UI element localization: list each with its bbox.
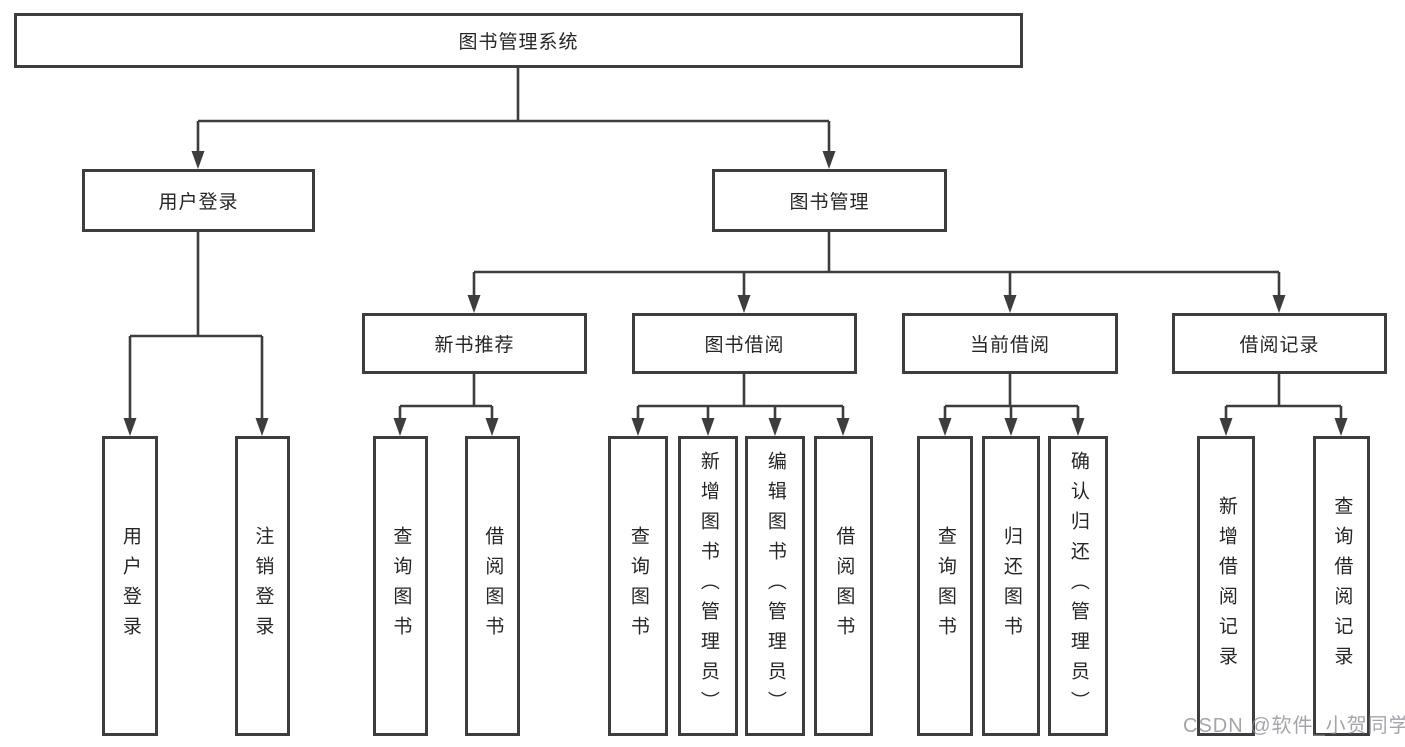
connector-book-mgmt-to-level2 bbox=[472, 232, 1281, 297]
node-borrow-records: 借阅记录 bbox=[1172, 313, 1387, 374]
leaf-label: 借阅图书 bbox=[833, 526, 855, 646]
arrowheads bbox=[123, 151, 1348, 436]
leaf-label: 新增借阅记录 bbox=[1215, 496, 1237, 676]
leaf-label: 用户登录 bbox=[119, 526, 141, 646]
node-leaf-add-borrow-record: 新增借阅记录 bbox=[1197, 436, 1255, 736]
node-leaf-confirm-return-admin: 确认归还（管理员） bbox=[1048, 436, 1108, 736]
node-leaf-add-books-admin: 新增图书（管理员） bbox=[678, 436, 738, 736]
node-leaf-borrow-books-1: 借阅图书 bbox=[465, 436, 520, 736]
leaf-label: 编辑图书（管理员） bbox=[764, 451, 786, 721]
leaf-label: 查询图书 bbox=[390, 526, 412, 646]
leaf-label: 注销登录 bbox=[252, 526, 274, 646]
node-leaf-logout: 注销登录 bbox=[235, 436, 290, 736]
leaf-label: 借阅图书 bbox=[482, 526, 504, 646]
node-leaf-query-borrow-record: 查询借阅记录 bbox=[1313, 436, 1370, 736]
connector-borrow-records-to-leaves bbox=[1224, 374, 1343, 420]
csdn-watermark: CSDN @软件_小贺同学 bbox=[1183, 715, 1405, 737]
node-leaf-query-books-1: 查询图书 bbox=[373, 436, 428, 736]
connector-current-borrow-to-leaves bbox=[943, 374, 1080, 420]
node-leaf-edit-books-admin: 编辑图书（管理员） bbox=[745, 436, 805, 736]
connector-user-login-to-leaves bbox=[128, 232, 264, 420]
node-leaf-return-books: 归还图书 bbox=[982, 436, 1040, 736]
node-book-borrowing: 图书借阅 bbox=[632, 313, 857, 374]
node-new-book-recommend: 新书推荐 bbox=[362, 313, 587, 374]
leaf-label: 查询借阅记录 bbox=[1331, 496, 1353, 676]
leaf-label: 查询图书 bbox=[934, 526, 956, 646]
node-user-login: 用户登录 bbox=[82, 169, 315, 232]
leaf-label: 确认归还（管理员） bbox=[1067, 451, 1089, 721]
connector-root-to-level1 bbox=[196, 68, 831, 153]
node-leaf-borrow-books-2: 借阅图书 bbox=[814, 436, 873, 736]
node-library-system: 图书管理系统 bbox=[14, 13, 1023, 68]
leaf-label: 归还图书 bbox=[1000, 526, 1022, 646]
node-leaf-user-login: 用户登录 bbox=[102, 436, 158, 736]
node-book-management: 图书管理 bbox=[712, 169, 947, 232]
node-current-borrowing: 当前借阅 bbox=[902, 313, 1118, 374]
connector-book-borrow-to-leaves bbox=[636, 374, 845, 420]
leaf-label: 查询图书 bbox=[627, 526, 649, 646]
node-leaf-query-books-2: 查询图书 bbox=[608, 436, 668, 736]
connector-new-books-to-leaves bbox=[398, 374, 494, 420]
leaf-label: 新增图书（管理员） bbox=[697, 451, 719, 721]
node-leaf-query-books-3: 查询图书 bbox=[917, 436, 973, 736]
